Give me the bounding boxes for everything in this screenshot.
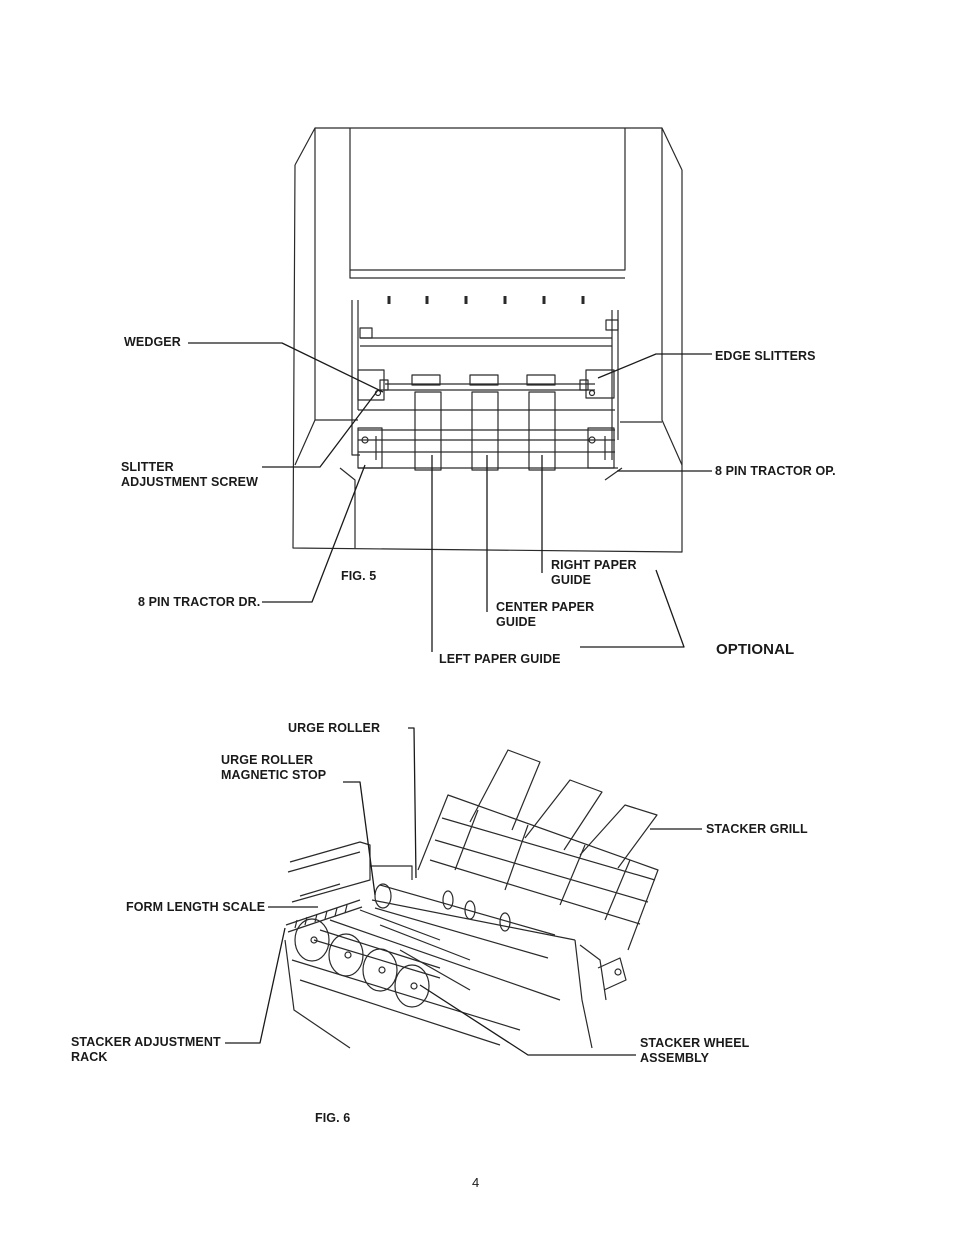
fig6-caption: FIG. 6 (315, 1111, 351, 1125)
fig6-stacker-drawing (284, 749, 659, 1049)
urge-roller-magnetic-stop-label: URGE ROLLER MAGNETIC STOP (221, 753, 327, 782)
optional-label: OPTIONAL (716, 641, 795, 658)
stacker-adjustment-rack-label: STACKER ADJUSTMENT RACK (71, 1035, 221, 1064)
fig6-leader-lines (225, 727, 702, 1056)
edge-slitters-label: EDGE SLITTERS (715, 349, 816, 363)
stacker-wheel-assembly-label: STACKER WHEEL ASSEMBLY (640, 1036, 750, 1065)
wedger-label: WEDGER (124, 335, 181, 349)
urge-roller-label: URGE ROLLER (288, 721, 381, 735)
form-length-scale-label: FORM LENGTH SCALE (126, 900, 266, 914)
left-paper-guide-label: LEFT PAPER GUIDE (439, 652, 561, 666)
slitter-adjustment-screw-label: SLITTER ADJUSTMENT SCREW (121, 460, 259, 489)
page-number: 4 (472, 1175, 480, 1190)
right-paper-guide-label: RIGHT PAPER GUIDE (551, 558, 637, 587)
fig5-machine-drawing (292, 127, 683, 553)
center-paper-guide-label: CENTER PAPER GUIDE (496, 600, 595, 629)
tractor-dr-label: 8 PIN TRACTOR DR. (138, 595, 261, 609)
stacker-grill-label: STACKER GRILL (706, 822, 808, 836)
fig5-leader-lines (188, 342, 712, 652)
tractor-op-label: 8 PIN TRACTOR OP. (715, 464, 836, 478)
fig5-caption: FIG. 5 (341, 569, 377, 583)
